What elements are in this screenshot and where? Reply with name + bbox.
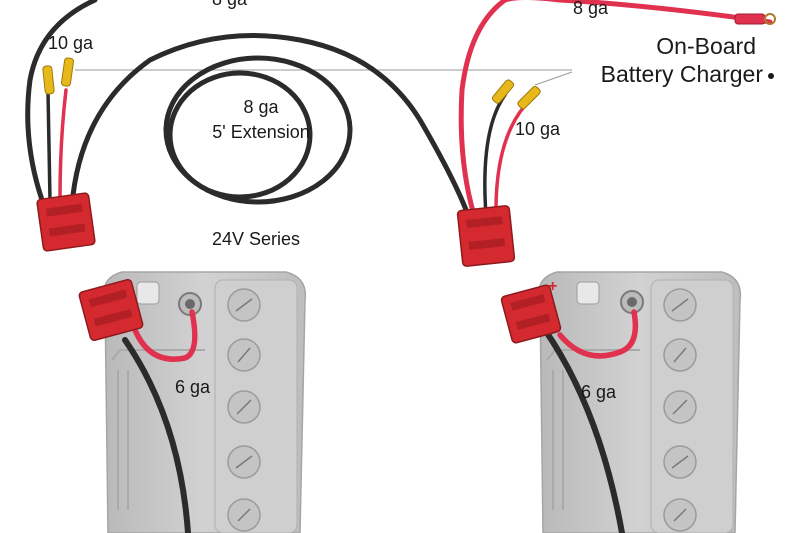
- series-label: 24V Series: [212, 229, 301, 249]
- right-crimp-terminal-1: [491, 79, 515, 104]
- right-battery-positive-post: [576, 281, 600, 305]
- charger-label-line2: Battery Charger: [601, 60, 774, 88]
- right-10ga-label: 10 ga: [515, 119, 561, 139]
- extension-coil-inner: [167, 70, 313, 200]
- left-black-to-extension: [69, 33, 471, 218]
- left-6ga-label: 6 ga: [175, 377, 211, 397]
- left-crimp-terminal-2: [60, 57, 75, 87]
- extension-coil-outer: [163, 55, 353, 205]
- right-battery: [538, 271, 742, 533]
- positive-mark: +: [548, 278, 558, 295]
- right-battery-connector: [500, 284, 562, 344]
- extension-connector: [456, 205, 516, 267]
- left-10ga-black: [46, 90, 52, 202]
- extension-gauge-label: 8 ga: [243, 97, 279, 117]
- left-battery-connector: [78, 279, 144, 341]
- left-battery-positive-post: [136, 281, 160, 305]
- top-cut-label: 8 ga: [212, 0, 247, 10]
- charger-bullet-icon: [768, 72, 774, 79]
- right-crimp-terminal-2: [517, 86, 541, 110]
- left-battery: [103, 271, 307, 533]
- right-red-6ga: [557, 309, 639, 359]
- charger-label-line1: On-Board: [656, 33, 756, 59]
- left-black-lead-top: [25, 0, 98, 203]
- left-10ga-label: 10 ga: [48, 33, 94, 53]
- left-10ga-red: [58, 88, 68, 202]
- right-10ga-black: [483, 93, 507, 217]
- charger-leader-line-diag: [534, 71, 573, 86]
- right-black-battery-cable: [542, 327, 625, 533]
- left-crimp-terminal-1: [42, 65, 55, 95]
- charger-label-text: Battery Charger: [600, 61, 763, 87]
- charger-ring-terminal: [734, 13, 776, 25]
- left-pigtail-connector: [36, 192, 96, 252]
- extension-length-label: 5' Extension: [212, 122, 310, 142]
- left-red-6ga: [132, 309, 198, 362]
- right-6ga-label: 6 ga: [581, 382, 617, 402]
- charger-gauge-label: 8 ga: [573, 0, 609, 18]
- left-black-battery-cable: [122, 337, 191, 533]
